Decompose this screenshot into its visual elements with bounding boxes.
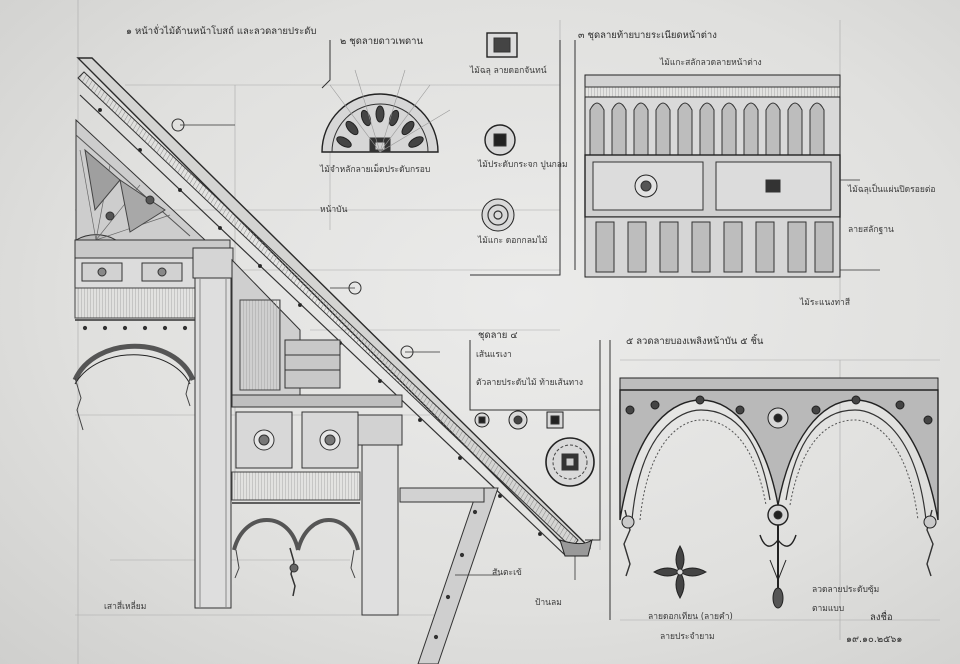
arch-panel-drawing [609, 340, 939, 620]
label-fretwork: ไม้ฉลุ ลายดอกจันทน์ [470, 66, 547, 76]
note-gable: ๑ หน้าจั่วไม้ด้านหน้าโบสถ์ และลวดลายประด… [126, 26, 317, 37]
label-base-carving: ลายสลักฐาน [848, 225, 894, 235]
leader-lines [180, 124, 880, 580]
ceiling-rosette-drawing [321, 32, 561, 276]
label-carved-frame: ไม้จำหลักลายเม็ดประดับกรอบ [320, 165, 431, 175]
label-painted-slats: ไม้ระแนงทาสี [800, 298, 851, 308]
label-as-design: ตามแบบ [812, 604, 845, 614]
numbered-markers [171, 118, 414, 359]
signature: ลงชื่อ [870, 612, 893, 623]
date-label: ๑๙.๑๐.๒๕๖๑ [846, 634, 903, 645]
label-square-column: เสาสี่เหลี่ยม [104, 602, 147, 612]
window-panel-drawing [574, 40, 841, 278]
label-ridge: สันตะเข้ [492, 568, 522, 578]
label-ornament: ตัวลายประดับไม้ ท้ายเส้นทาง [476, 378, 584, 388]
label-window-carving: ไม้แกะสลักลวดลายหน้าต่าง [660, 58, 762, 68]
label-joint-cover: ไม้ฉลุเป็นแผ่นปิดรอยต่อ [848, 185, 936, 195]
note-window-panel: ๓ ชุดลายท้ายบายระเนียดหน้าต่าง [578, 30, 717, 41]
label-arch-ornament: ลวดลายประดับซุ้ม [812, 585, 880, 595]
gable-drawing [72, 57, 593, 664]
label-prajam-pattern: ลายประจำยาม [660, 632, 715, 642]
note-rosette: ๒ ชุดลายดาวเพดาน [340, 36, 423, 47]
label-glass-inlay: ไม้ประดับกระจก ปูนกลม [478, 160, 568, 170]
label-candle-pattern: ลายดอกเทียน (ลายคำ) [648, 612, 733, 622]
label-bargeboard: ป้านลม [535, 598, 562, 608]
label-shading: เส้นแรเงา [476, 350, 512, 360]
note-rosette-set: ชุดลาย ๔ [478, 330, 518, 341]
rosette-set-drawing [469, 340, 601, 541]
label-pediment: หน้าบัน [320, 205, 348, 215]
label-round-flower: ไม้แกะ ดอกกลมไม้ [478, 236, 548, 246]
note-arch-panel: ๕ ลวดลายบองเพลิงหน้าบัน ๕ ชิ้น [626, 336, 764, 347]
